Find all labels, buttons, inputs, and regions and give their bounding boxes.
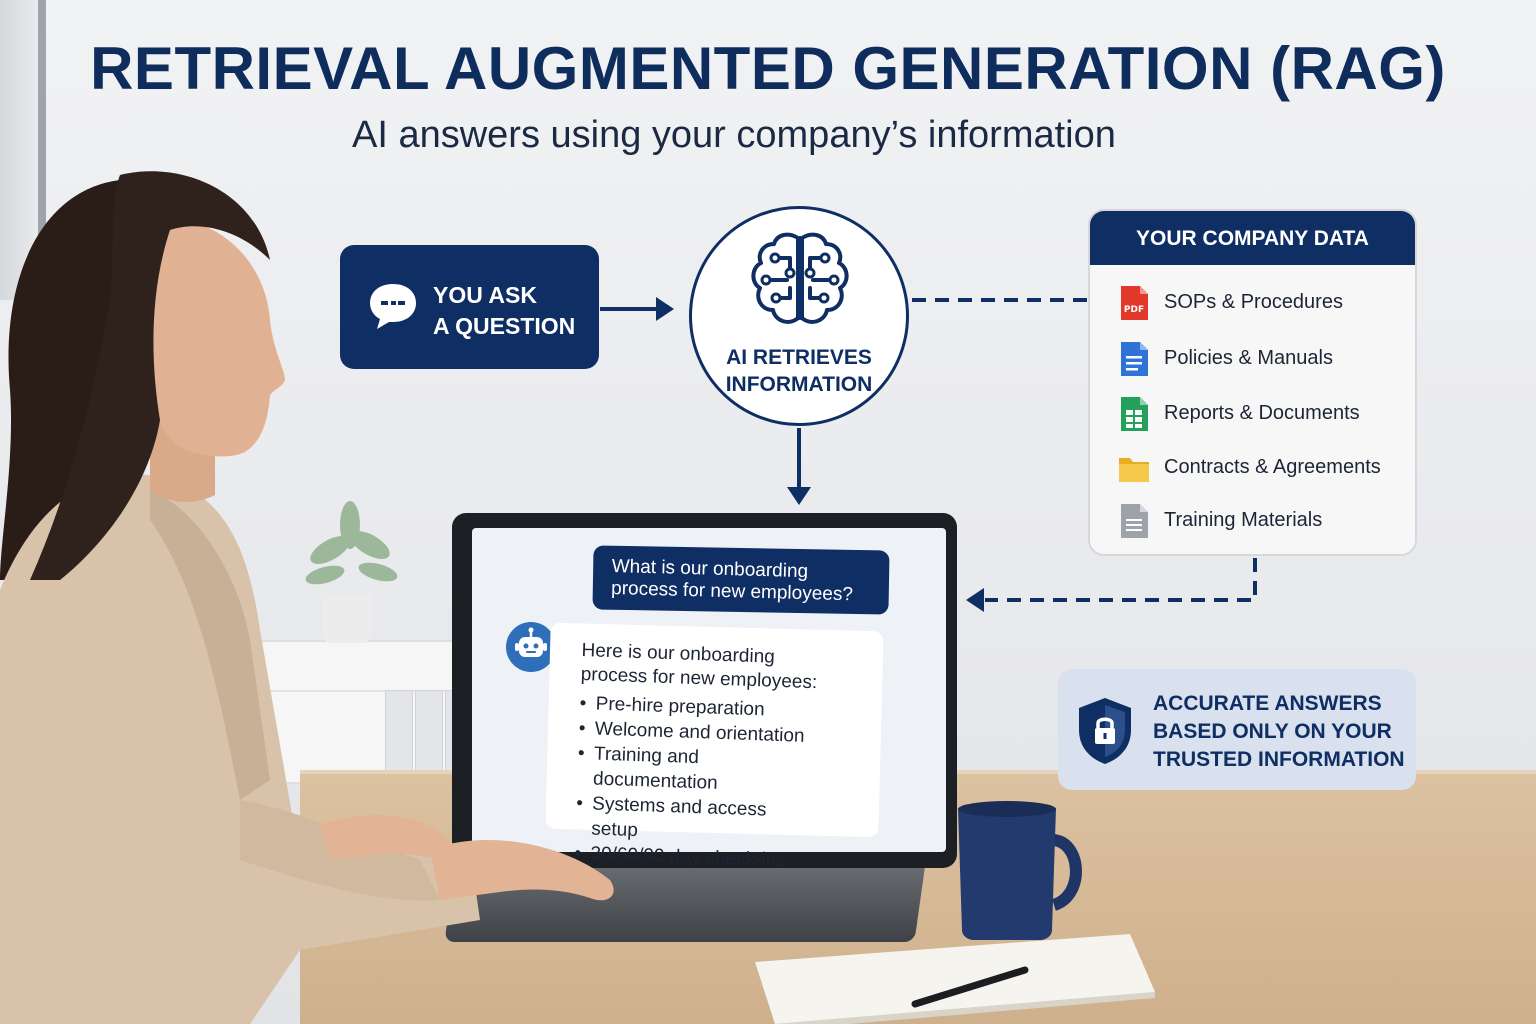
company-data-item-label: Policies & Manuals <box>1164 347 1333 369</box>
arrowhead-ai <box>656 297 674 321</box>
robot-icon <box>515 627 547 657</box>
data-to-laptop-dashed <box>985 558 1257 602</box>
robot-avatar <box>506 622 556 672</box>
brain-circuit-icon <box>751 232 849 324</box>
shield-lock-icon <box>1079 698 1131 764</box>
company-data-item-label: SOPs & Procedures <box>1164 291 1343 313</box>
company-data-item-label: Training Materials <box>1164 509 1323 531</box>
you-ask-line1: YOU ASK <box>433 282 537 308</box>
document-file-icon <box>1121 342 1148 376</box>
window-edge <box>38 0 46 300</box>
trust-line2: BASED ONLY ON YOUR <box>1153 720 1392 743</box>
text-file-icon <box>1121 504 1148 538</box>
plant-icon <box>305 501 398 585</box>
pdf-file-icon: PDF <box>1121 286 1148 320</box>
pdf-badge-text: PDF <box>1124 305 1144 315</box>
page-title: RETRIEVAL AUGMENTED GENERATION (RAG) <box>90 35 1446 102</box>
trust-line3: TRUSTED INFORMATION <box>1153 748 1405 771</box>
company-data-header: YOUR COMPANY DATA <box>1090 211 1415 265</box>
list-item: Reports & Documents <box>1118 394 1408 434</box>
list-item: Contracts & Agreements <box>1118 448 1408 488</box>
folder-icon <box>1119 458 1149 482</box>
shelf-divider <box>255 690 485 692</box>
pen <box>911 966 1029 1008</box>
chat-bubble-icon <box>370 284 416 329</box>
question-text: What is our onboarding process for new e… <box>611 556 854 606</box>
page-subtitle: AI answers using your company’s informat… <box>352 114 1116 156</box>
company-data-item-label: Reports & Documents <box>1164 402 1360 424</box>
ai-line1: AI RETRIEVES <box>726 346 872 369</box>
ai-line2: INFORMATION <box>725 373 873 396</box>
trust-label: ACCURATE ANSWERS BASED ONLY ON YOUR TRUS… <box>1153 690 1405 774</box>
coffee-mug <box>958 801 1082 940</box>
spreadsheet-file-icon <box>1121 397 1148 431</box>
binder <box>385 690 413 782</box>
arrowhead-return <box>966 588 984 612</box>
company-data-panel: YOUR COMPANY DATA PDF SOPs & Procedures … <box>1088 209 1417 556</box>
trust-line1: ACCURATE ANSWERS <box>1153 692 1382 715</box>
list-item: Training Materials <box>1118 501 1408 541</box>
ai-retrieves-label: AI RETRIEVES INFORMATION <box>689 344 909 398</box>
plant-pot <box>322 595 372 643</box>
you-ask-line2: A QUESTION <box>433 313 576 339</box>
company-data-item-label: Contracts & Agreements <box>1164 456 1381 478</box>
binder <box>415 690 443 782</box>
notebook <box>755 934 1155 1024</box>
arrowhead-laptop <box>787 487 811 505</box>
person-illustration <box>0 171 614 1024</box>
list-item: Policies & Manuals <box>1118 339 1408 379</box>
list-item: PDF SOPs & Procedures <box>1118 283 1408 323</box>
you-ask-label: YOU ASK A QUESTION <box>433 280 575 342</box>
